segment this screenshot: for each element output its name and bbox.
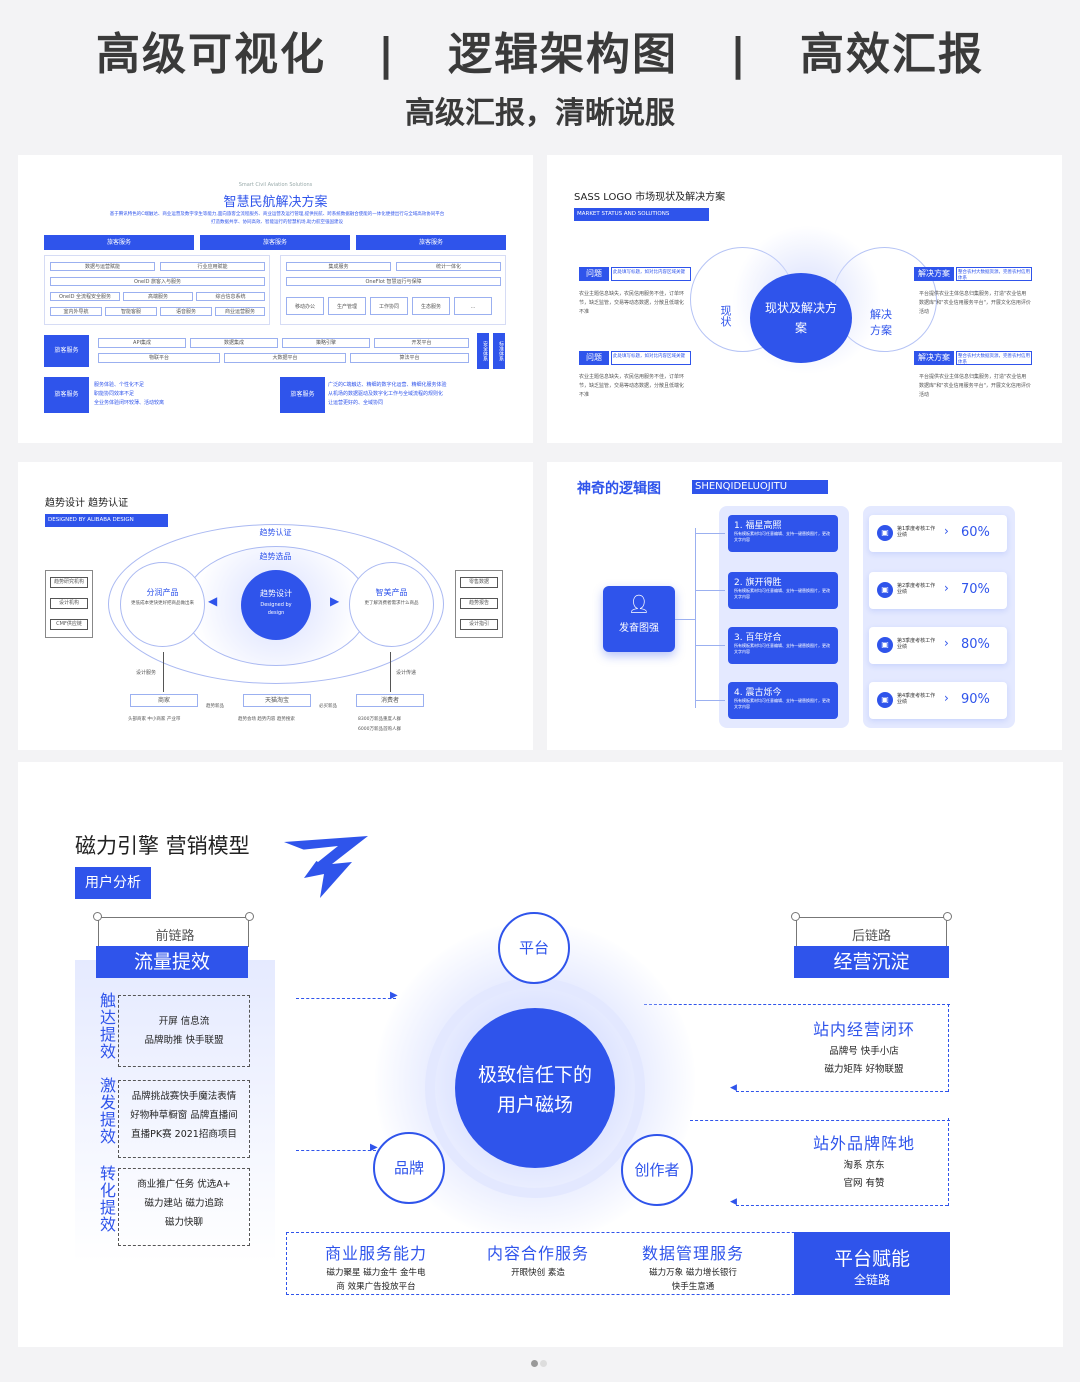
pager[interactable] <box>530 1352 548 1371</box>
card5-title: 磁力引擎 营销模型 <box>75 834 250 858</box>
card3-outer-ellipse <box>108 524 444 684</box>
platform-empower: 平台赋能 全链路 <box>794 1232 950 1295</box>
service-item: 数据管理服务 磁力万象 磁力增长银行 快手生意通 <box>641 1244 744 1292</box>
tab-user-analysis[interactable]: 用户分析 <box>75 867 151 899</box>
doc-icon: ▣ <box>877 637 893 653</box>
front-title: 流量提效 <box>96 946 248 978</box>
logic-item-card: 4. 震古烁今 所有模板素材均可任意编辑、支持一键替换图片，更改文字内容 <box>728 682 838 719</box>
logic-item-card: 2. 旗开得胜 所有模板素材均可任意编辑、支持一键替换图片，更改文字内容 <box>728 572 838 609</box>
card4-title: 神奇的逻辑图 <box>577 481 661 497</box>
logic-connector <box>695 533 725 534</box>
center-circle: 极致信任下的 用户磁场 <box>455 1008 615 1168</box>
chevron-right-icon: › <box>944 691 949 705</box>
card1-right-panel <box>280 255 506 325</box>
node-platform[interactable]: 平台 <box>498 912 570 984</box>
card3-title: 趋势设计 趋势认证 <box>45 498 129 509</box>
back-title: 经营沉淀 <box>794 946 949 978</box>
card3-left-circle: 分润产品 更低成本更快更好把商品做出来 <box>120 562 205 647</box>
card2-tag: MARKET STATUS AND SOLUTIONS <box>574 208 709 221</box>
node-brand[interactable]: 品牌 <box>373 1132 445 1204</box>
card3-right-circle: 智美产品 更了解消费者需求什么商品 <box>349 562 434 647</box>
slide-card-smart-aviation[interactable]: Smart Civil Aviation Solutions 智慧民航解决方案 … <box>18 155 533 443</box>
logic-metric-card: ▣ 第4季度考核工作业绩 › 90% <box>869 682 1007 719</box>
page-title: 高级可视化 | 逻辑架构图 | 高效汇报 <box>95 29 985 80</box>
logic-item-card: 1. 福星高照 所有模板素材均可任意编辑、支持一键替换图片，更改文字内容 <box>728 515 838 552</box>
logic-metric-card: ▣ 第1季度考核工作业绩 › 60% <box>869 515 1007 552</box>
logic-metric-card: ▣ 第3季度考核工作业绩 › 80% <box>869 627 1007 664</box>
logic-connector <box>695 645 725 646</box>
node-creator[interactable]: 创作者 <box>621 1134 693 1206</box>
doc-icon: ▣ <box>877 525 893 541</box>
logic-metric-card: ▣ 第2季度考核工作业绩 › 70% <box>869 572 1007 609</box>
front-group-box: 品牌挑战赛快手魔法表情好物种草橱窗 品牌直播间直播PK赛 2021招商项目 <box>118 1080 250 1158</box>
chevron-right-icon: › <box>944 524 949 538</box>
pager-dot-1[interactable] <box>531 1360 538 1367</box>
arrow-front-1 <box>296 998 396 999</box>
chevron-right-icon: › <box>944 636 949 650</box>
slide-card-logic-map[interactable]: 神奇的逻辑图 SHENQIDELUOJITU 👤︎ 发奋图强 1. 福星高照 所… <box>547 462 1062 750</box>
card2-circle-center: 现状及解决方案 <box>750 273 852 363</box>
doc-icon: ▣ <box>877 582 893 598</box>
slide-card-market-status[interactable]: SASS LOGO 市场现状及解决方案 MARKET STATUS AND SO… <box>547 155 1062 443</box>
user-icon: 👤︎ <box>627 594 651 615</box>
logic-item-card: 3. 百年好合 所有模板素材均可任意编辑、支持一键替换图片，更改文字内容 <box>728 627 838 664</box>
card4-hub: 👤︎ 发奋图强 <box>603 586 675 652</box>
doc-icon: ▣ <box>877 692 893 708</box>
service-item: 内容合作服务 开眼快创 素造 <box>486 1244 589 1278</box>
slide-card-trend-design[interactable]: 趋势设计 趋势认证 DESIGNED BY ALIBABA DESIGN 趋势认… <box>18 462 533 750</box>
card5-logo <box>280 832 372 906</box>
card3-arrow-left: ◀ <box>208 594 218 608</box>
page-subtitle: 高级汇报，清晰说服 <box>405 96 675 131</box>
card1-title: 智慧民航解决方案 <box>223 195 328 210</box>
card3-center-circle: 趋势设计 Designed by design <box>241 570 311 640</box>
card1-col-2: 旅客服务 <box>200 235 350 250</box>
card1-col-3: 旅客服务 <box>356 235 506 250</box>
logic-connector <box>695 700 725 701</box>
service-item: 商业服务能力 磁力聚星 磁力金牛 金牛电 商 效果广告投放平台 <box>324 1244 427 1292</box>
front-group-box: 商业推广任务 优选A+磁力建站 磁力追踪磁力快聊 <box>118 1168 250 1246</box>
card1-left-panel <box>44 255 270 325</box>
card3-arrow-right: ▶ <box>330 594 340 608</box>
card2-title: SASS LOGO 市场现状及解决方案 <box>574 192 726 203</box>
slide-card-magnetic-engine[interactable]: 磁力引擎 营销模型 用户分析 前链路 流量提效 触达提效 开屏 信息流品牌助推 … <box>18 762 1063 1347</box>
card1-col-1: 旅客服务 <box>44 235 194 250</box>
logic-connector <box>695 590 725 591</box>
front-group-box: 开屏 信息流品牌助推 快手联盟 <box>118 995 250 1067</box>
pager-dot-2[interactable] <box>540 1360 547 1367</box>
chevron-right-icon: › <box>944 581 949 595</box>
